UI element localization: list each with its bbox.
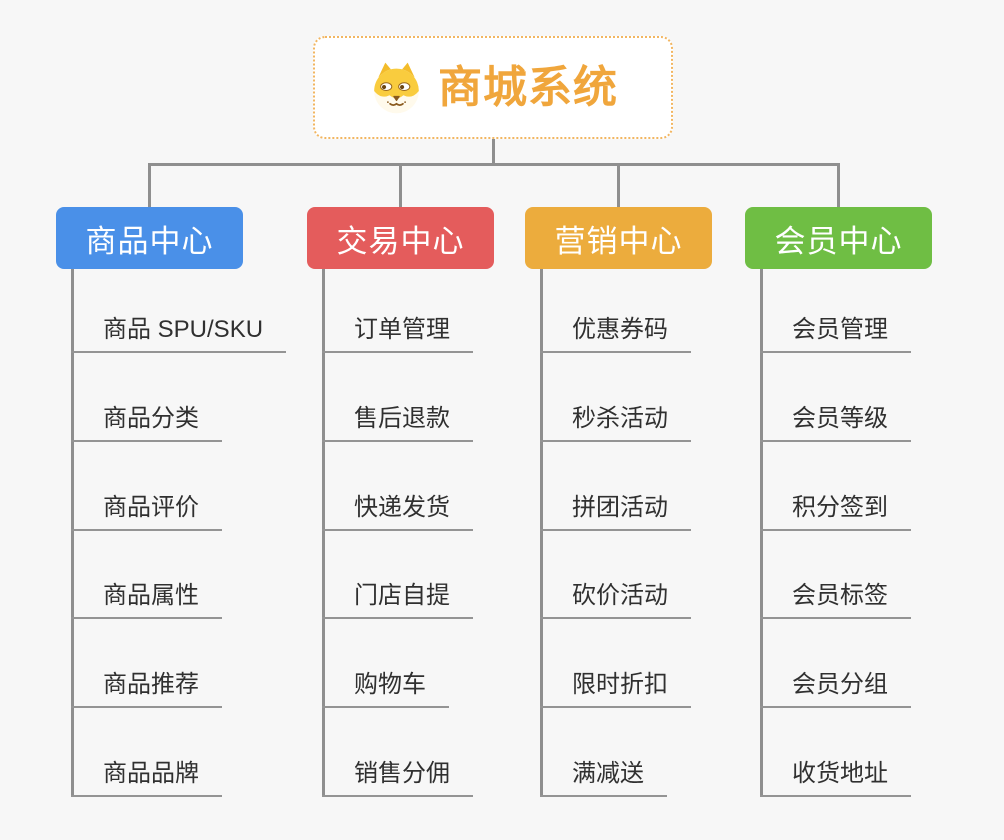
branch-spine-line [540,269,543,797]
leaf-node[interactable]: 商品评价 [71,489,222,531]
leaf-node[interactable]: 商品品牌 [71,755,222,797]
leaf-node[interactable]: 优惠券码 [540,311,691,353]
leaf-node[interactable]: 售后退款 [322,400,473,442]
branch-trade-center: 交易中心 订单管理 售后退款 快递发货 门店自提 购物车 销售分佣 [307,207,494,797]
branch-header-trade-center[interactable]: 交易中心 [307,207,494,269]
leaf-node[interactable]: 购物车 [322,666,449,708]
leaf-node[interactable]: 商品 SPU/SKU [71,311,287,353]
leaf-node[interactable]: 商品推荐 [71,666,222,708]
leaf-node[interactable]: 销售分佣 [322,755,473,797]
branch-member-center: 会员中心 会员管理 会员等级 积分签到 会员标签 会员分组 收货地址 [745,207,932,797]
leaf-node[interactable]: 秒杀活动 [540,400,691,442]
leaf-node[interactable]: 满减送 [540,755,667,797]
leaf-node[interactable]: 砍价活动 [540,577,691,619]
branch-bus-line [148,163,840,207]
leaf-node[interactable]: 积分签到 [760,489,911,531]
leaf-node[interactable]: 会员分组 [760,666,911,708]
branch-spine-line [760,269,763,797]
leaf-node[interactable]: 会员等级 [760,400,911,442]
branch-spine-line [71,269,74,797]
leaf-node[interactable]: 会员标签 [760,577,911,619]
branch-product-center: 商品中心 商品 SPU/SKU 商品分类 商品评价 商品属性 商品推荐 商品品牌 [56,207,287,797]
leaf-node[interactable]: 限时折扣 [540,666,691,708]
leaf-node[interactable]: 商品分类 [71,400,222,442]
branch-spine-line [322,269,325,797]
shiba-dog-icon [374,62,419,114]
branch-header-product-center[interactable]: 商品中心 [56,207,243,269]
branch-marketing-center: 营销中心 优惠券码 秒杀活动 拼团活动 砍价活动 限时折扣 满减送 [525,207,712,797]
leaf-node[interactable]: 门店自提 [322,577,473,619]
root-title: 商城系统 [438,62,618,112]
branch-header-member-center[interactable]: 会员中心 [745,207,932,269]
leaf-node[interactable]: 快递发货 [322,489,473,531]
branch-header-marketing-center[interactable]: 营销中心 [525,207,712,269]
root-node[interactable]: 商城系统 [313,36,673,139]
leaf-node[interactable]: 收货地址 [760,755,911,797]
leaf-node[interactable]: 商品属性 [71,577,222,619]
leaf-node[interactable]: 拼团活动 [540,489,691,531]
leaf-node[interactable]: 订单管理 [322,311,473,353]
leaf-node[interactable]: 会员管理 [760,311,911,353]
